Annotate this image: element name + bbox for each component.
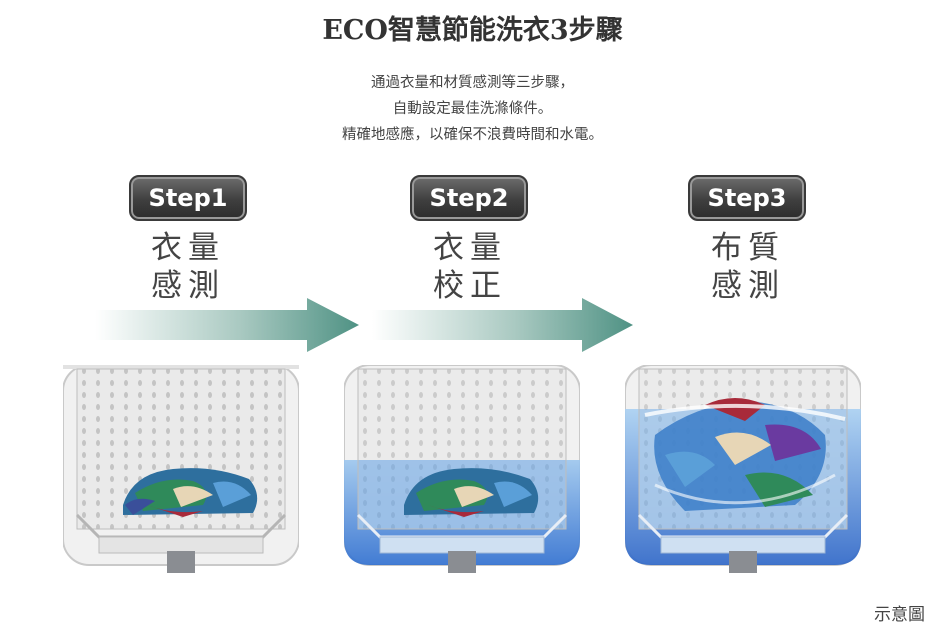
step1-label-line1: 衣量 (151, 230, 225, 266)
step1-label: 衣量 感測 (118, 229, 258, 305)
step3-label-line1: 布質 (711, 230, 785, 266)
arrow-right-icon (95, 298, 359, 352)
description-line: 通過衣量和材質感測等三步驟， (371, 75, 574, 91)
washer-tub-full-water-image (625, 365, 861, 573)
step3-badge: Step3 (688, 175, 806, 221)
step3-label: 布質 感測 (678, 229, 818, 305)
page-title: ECO智慧節能洗衣3步驟 (322, 15, 623, 46)
step1-label-line2: 感測 (151, 268, 225, 304)
arrow-right-icon (372, 298, 633, 352)
step2-badge: Step2 (410, 175, 528, 221)
step3-label-line2: 感測 (711, 268, 785, 304)
illustration-note: 示意圖 (874, 605, 925, 625)
step1-badge: Step1 (129, 175, 247, 221)
washer-tub-partial-water-image (344, 365, 580, 573)
step2-label: 衣量 校正 (400, 229, 540, 305)
step2-label-line1: 衣量 (433, 230, 507, 266)
description: 通過衣量和材質感測等三步驟， 自動設定最佳洗滌條件。 精確地感應，以確保不浪費時… (0, 70, 945, 148)
description-line: 自動設定最佳洗滌條件。 (392, 101, 553, 117)
step2-label-line2: 校正 (433, 268, 507, 304)
description-line: 精確地感應，以確保不浪費時間和水電。 (342, 127, 603, 143)
washer-tub-dry-image (63, 365, 299, 573)
